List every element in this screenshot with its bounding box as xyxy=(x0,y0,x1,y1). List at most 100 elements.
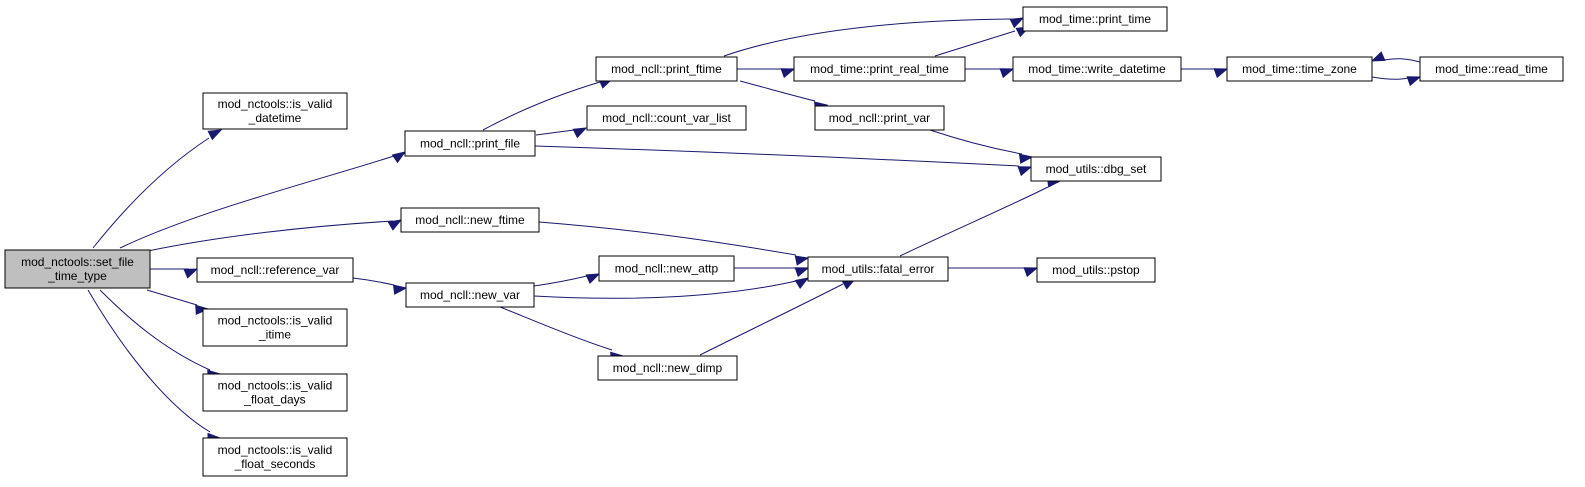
node-box xyxy=(202,92,348,130)
node-label: mod_utils::pstop xyxy=(1052,263,1140,277)
node-label: mod_ncll::new_ftime xyxy=(415,213,525,227)
edge-arrowhead xyxy=(1018,153,1034,164)
edge-fatal_error-to-pstop xyxy=(948,267,1039,278)
edge-print_ftime-to-print_real_time xyxy=(737,68,796,79)
edge-new_var-to-new_attp xyxy=(533,273,601,287)
node-is-valid-float-days[interactable]: mod_nctools::is_valid_float_days xyxy=(202,373,348,412)
node-label: mod_nctools::is_valid xyxy=(218,443,333,457)
node-box xyxy=(807,256,949,282)
node-reference-var[interactable]: mod_ncll::reference_var xyxy=(196,257,354,283)
node-print-var[interactable]: mod_ncll::print_var xyxy=(814,105,945,131)
edge-arrowhead xyxy=(1406,76,1422,87)
node-time-zone[interactable]: mod_time::time_zone xyxy=(1226,56,1373,82)
edge-line xyxy=(92,137,210,249)
edge-arrowhead xyxy=(572,127,588,139)
node-is-valid-float-seconds[interactable]: mod_nctools::is_valid_float_seconds xyxy=(202,437,348,477)
edge-line xyxy=(87,289,211,433)
edge-set_file_time_type-to-is_valid_float_days xyxy=(99,289,222,380)
node-read-time[interactable]: mod_time::read_time xyxy=(1419,56,1564,82)
node-pstop[interactable]: mod_utils::pstop xyxy=(1036,257,1156,283)
node-box xyxy=(595,56,738,82)
node-dbg-set[interactable]: mod_utils::dbg_set xyxy=(1030,156,1162,182)
node-print-time[interactable]: mod_time::print_time xyxy=(1022,6,1168,32)
edge-print_file-to-dbg_set xyxy=(534,145,1033,177)
edge-line xyxy=(538,221,797,256)
edge-line xyxy=(352,277,395,286)
edge-reference_var-to-new_var xyxy=(352,277,408,295)
edge-line xyxy=(739,80,816,102)
node-label: mod_ncll::reference_var xyxy=(211,263,340,277)
node-label: mod_nctools::is_valid xyxy=(218,97,333,111)
node-box xyxy=(4,249,151,289)
node-label: mod_time::read_time xyxy=(1435,62,1548,76)
edge-set_file_time_type-to-is_valid_itime xyxy=(146,289,210,316)
node-box xyxy=(400,207,540,233)
edge-print_real_time-to-write_datetime xyxy=(965,68,1015,79)
edge-arrowhead xyxy=(585,273,601,284)
edge-new_var-to-fatal_error xyxy=(533,277,810,299)
edge-line xyxy=(934,30,1016,57)
edge-set_file_time_type-to-print_file xyxy=(119,151,407,249)
node-print-ftime[interactable]: mod_ncll::print_ftime xyxy=(595,56,738,82)
node-new-ftime[interactable]: mod_ncll::new_ftime xyxy=(400,207,540,233)
node-box xyxy=(586,105,747,131)
edge-arrowhead xyxy=(1023,267,1039,278)
edge-line xyxy=(899,186,1049,257)
node-print-real-time[interactable]: mod_time::print_real_time xyxy=(793,56,966,82)
edge-arrowhead xyxy=(999,68,1015,79)
node-is-valid-datetime[interactable]: mod_nctools::is_valid_datetime xyxy=(202,92,348,130)
edge-write_datetime-to-time_zone xyxy=(1181,68,1229,79)
edge-arrowhead xyxy=(391,151,407,164)
edge-line xyxy=(482,81,601,131)
edge-line xyxy=(99,289,211,371)
edge-line xyxy=(1383,58,1421,63)
node-box xyxy=(598,255,735,282)
edge-set_file_time_type-to-reference_var xyxy=(150,268,199,279)
edge-line xyxy=(534,145,1020,167)
node-box xyxy=(1012,56,1182,82)
edge-line xyxy=(699,283,844,356)
edge-print_file-to-count_var_list xyxy=(535,127,588,139)
edge-arrowhead xyxy=(794,267,810,278)
edge-new_ftime-to-fatal_error xyxy=(538,221,810,266)
node-label: _float_days xyxy=(243,393,305,407)
edge-line xyxy=(499,306,613,351)
node-label: mod_ncll::print_var xyxy=(829,111,930,125)
node-set-file-time-type[interactable]: mod_nctools::set_file_time_type xyxy=(4,249,151,289)
edge-arrowhead xyxy=(195,304,210,316)
node-label: mod_ncll::print_ftime xyxy=(611,62,722,76)
nodes-layer: mod_nctools::set_file_time_typemod_nctoo… xyxy=(4,6,1564,477)
node-box xyxy=(202,437,348,477)
edge-line xyxy=(146,289,198,306)
node-is-valid-itime[interactable]: mod_nctools::is_valid_itime xyxy=(202,308,348,347)
node-box xyxy=(597,355,738,381)
node-label: mod_nctools::is_valid xyxy=(218,314,333,328)
node-label: mod_utils::dbg_set xyxy=(1046,162,1147,176)
edge-print_ftime-to-print_time xyxy=(723,17,1025,57)
node-label: mod_time::print_time xyxy=(1039,12,1151,26)
node-box xyxy=(814,105,945,131)
edge-arrowhead xyxy=(1009,17,1025,29)
node-print-file[interactable]: mod_ncll::print_file xyxy=(404,130,536,157)
node-label: mod_ncll::new_attp xyxy=(615,262,719,276)
node-new-dimp[interactable]: mod_ncll::new_dimp xyxy=(597,355,738,381)
edge-arrowhead xyxy=(794,255,810,266)
node-box xyxy=(405,282,535,308)
edge-print_real_time-to-print_time xyxy=(934,26,1031,57)
edge-print_ftime-to-print_var xyxy=(739,80,829,112)
edge-arrowhead xyxy=(794,277,810,289)
edge-read_time-to-time_zone xyxy=(1370,51,1421,63)
node-label: mod_time::write_datetime xyxy=(1028,62,1166,76)
node-count-var-list[interactable]: mod_ncll::count_var_list xyxy=(586,105,747,131)
node-new-attp[interactable]: mod_ncll::new_attp xyxy=(598,255,735,282)
node-box xyxy=(196,257,354,283)
node-box xyxy=(1419,56,1564,82)
node-fatal-error[interactable]: mod_utils::fatal_error xyxy=(807,256,949,282)
node-label: mod_nctools::set_file xyxy=(21,255,134,269)
node-label: mod_utils::fatal_error xyxy=(822,262,935,276)
node-write-datetime[interactable]: mod_time::write_datetime xyxy=(1012,56,1182,82)
node-new-var[interactable]: mod_ncll::new_var xyxy=(405,282,535,308)
edge-arrowhead xyxy=(183,268,199,279)
edge-arrowhead xyxy=(1213,68,1229,79)
